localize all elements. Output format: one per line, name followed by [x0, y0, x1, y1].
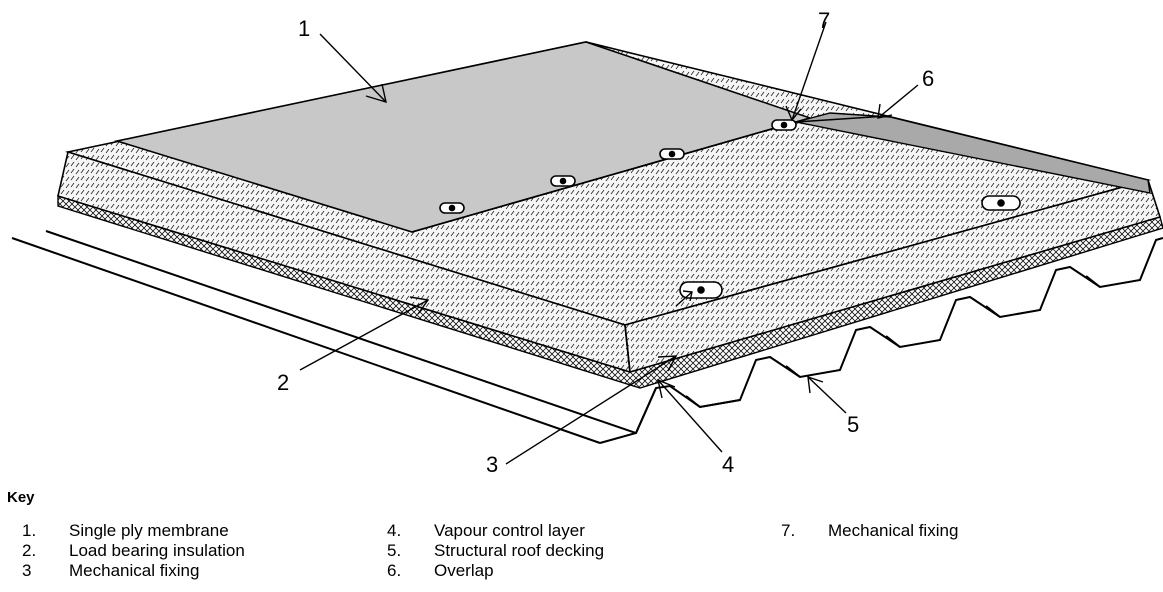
- roof-decking: [11, 230, 1163, 444]
- fixing-plate: [439, 202, 465, 214]
- callout-3: 3: [486, 452, 498, 477]
- leader-lines: [299, 21, 919, 465]
- callout-5: 5: [847, 412, 859, 437]
- membrane-overlap-sheet: [795, 112, 1151, 194]
- callout-2: 2: [277, 370, 289, 395]
- callout-1: 1: [298, 16, 310, 41]
- callout-6: 6: [922, 66, 934, 91]
- fixing-plate: [679, 281, 723, 299]
- callout-4: 4: [722, 452, 734, 477]
- fixing-plate: [659, 148, 685, 160]
- fixing-plate: [550, 175, 576, 187]
- mechanical-fixings: [439, 119, 1021, 299]
- fixing-plate: [771, 119, 797, 131]
- fixing-plate: [981, 195, 1021, 211]
- callout-7: 7: [818, 8, 830, 33]
